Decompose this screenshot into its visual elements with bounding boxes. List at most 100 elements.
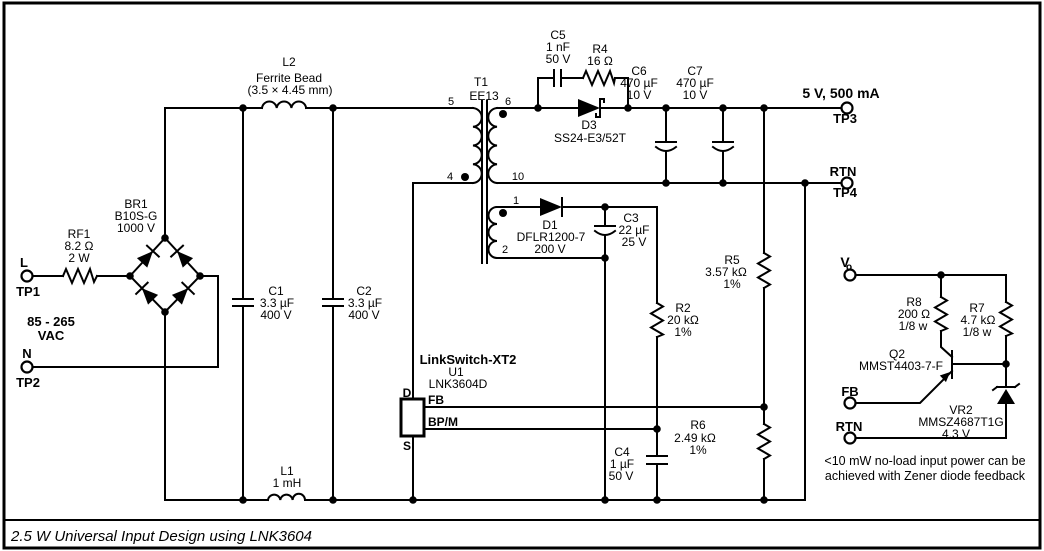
label-l2-ref: L2 <box>282 55 296 69</box>
resistor-r4 <box>581 68 617 88</box>
net-clamp <box>537 77 629 109</box>
label-u1-ref: U1 <box>448 365 464 379</box>
label-pin10: 10 <box>512 171 524 183</box>
label-r2-tol: 1% <box>674 325 692 339</box>
resistor-r8 <box>933 295 950 333</box>
capacitor-c6 <box>654 141 678 152</box>
label-c1-ref: C1 <box>268 284 284 298</box>
capacitor-c1 <box>232 298 254 307</box>
label-c1-value: 3.3 µF <box>260 296 294 310</box>
label-r6-value: 2.49 kΩ <box>674 431 716 445</box>
label-r8-power: 1/8 w <box>899 319 928 333</box>
bridge-diode-3 <box>134 281 159 305</box>
terminal-fb <box>843 396 857 410</box>
label-c7-voltage: 10 V <box>683 88 708 102</box>
label-line: L <box>20 255 28 270</box>
label-r6-tol: 1% <box>689 443 707 457</box>
label-br1-ref: BR1 <box>124 197 148 211</box>
label-c7-value: 470 µF <box>676 76 714 90</box>
label-r5-ref: R5 <box>724 253 740 267</box>
ic-u1-lnk3604d <box>399 397 426 438</box>
label-l1-ref: L1 <box>280 464 294 478</box>
label-vo-sub: o <box>846 262 852 273</box>
capacitor-c5 <box>553 69 562 87</box>
label-note-line2: achieved with Zener diode feedback <box>825 469 1026 483</box>
label-q2-ref: Q2 <box>889 347 905 361</box>
label-r5-tol: 1% <box>723 277 741 291</box>
label-c4-ref: C4 <box>614 445 630 459</box>
label-br1-part: B10S-G <box>115 209 158 223</box>
label-vr2-part: MMSZ4687T1G <box>918 415 1003 429</box>
label-c3-ref: C3 <box>623 211 639 225</box>
label-c1-voltage: 400 V <box>260 308 291 322</box>
label-c2-ref: C2 <box>356 284 372 298</box>
test-point-terminals <box>20 101 857 445</box>
polarity-dot-pin1 <box>499 209 507 217</box>
label-note-line1: <10 mW no-load input power can be <box>824 454 1025 468</box>
label-c5-voltage: 50 V <box>546 52 571 66</box>
label-l2-type: Ferrite Bead <box>256 71 322 85</box>
transformer-t1 <box>461 100 507 264</box>
label-pin1: 1 <box>513 195 519 207</box>
bridge-diode-1 <box>136 244 161 268</box>
label-tp3: TP3 <box>833 111 857 126</box>
label-vout: 5 V, 500 mA <box>802 85 879 101</box>
schottky-hooks <box>595 98 605 118</box>
label-c2-value: 3.3 µF <box>348 296 382 310</box>
label-rf1-value: 8.2 Ω <box>65 239 94 253</box>
label-pin-fb: FB <box>428 393 444 407</box>
polarity-dot-pin4 <box>461 173 469 181</box>
terminal-rtn <box>843 431 857 445</box>
label-c2-voltage: 400 V <box>348 308 379 322</box>
terminal-tp1 <box>20 269 34 283</box>
label-r8-ref: R8 <box>906 295 922 309</box>
label-d3-ref: D3 <box>581 118 597 132</box>
net-q2-base <box>951 335 1007 365</box>
label-vr2-ref: VR2 <box>949 403 973 417</box>
label-c7-ref: C7 <box>687 64 703 78</box>
capacitor-c4 <box>646 455 668 465</box>
inductor-l1 <box>266 492 307 502</box>
zener-wings <box>991 382 1021 392</box>
label-r4-value: 16 Ω <box>587 54 613 68</box>
label-vac: VAC <box>38 328 65 343</box>
polarity-dot-pin6 <box>499 110 507 118</box>
capacitor-c3 <box>593 225 617 236</box>
bridge-rectifier-br1 <box>134 244 196 305</box>
net-drain-source <box>412 182 474 501</box>
label-q2-part: MMST4403-7-F <box>859 359 943 373</box>
terminal-tp4 <box>840 176 854 190</box>
label-r7-value: 4.7 kΩ <box>961 313 996 327</box>
resistor-r6 <box>756 422 772 461</box>
labels: L TP1 85 - 265 VAC N TP2 RF1 8.2 Ω 2 W B… <box>10 28 1026 545</box>
net-dc-bus-bottom <box>164 182 806 501</box>
label-br1-voltage: 1000 V <box>117 221 155 235</box>
net-q2-collector <box>940 330 954 359</box>
label-tp1: TP1 <box>16 284 40 299</box>
label-r8-value: 200 Ω <box>898 307 930 321</box>
label-t1-ref: T1 <box>474 75 488 89</box>
label-pin2: 2 <box>502 244 508 256</box>
label-r2-value: 20 kΩ <box>667 313 699 327</box>
capacitor-c2 <box>322 298 344 307</box>
label-rf1-power: 2 W <box>68 251 90 265</box>
label-c3-value: 22 µF <box>619 223 650 237</box>
label-pin-d: D <box>403 386 412 400</box>
label-r2-ref: R2 <box>675 301 691 315</box>
label-c5-ref: C5 <box>550 28 566 42</box>
label-d1-part: DFLR1200-7 <box>517 230 586 244</box>
label-r7-power: 1/8 w <box>963 325 992 339</box>
label-t1-core: EE13 <box>469 89 499 103</box>
label-vo: V <box>840 254 850 270</box>
bridge-diode-2 <box>169 244 194 268</box>
diode-d1 <box>540 197 563 217</box>
primary-winding <box>471 106 483 185</box>
terminal-vo <box>843 268 857 282</box>
label-c6-ref: C6 <box>631 64 647 78</box>
label-rtn-terminal: RTN <box>836 419 863 434</box>
secondary-winding <box>487 106 499 185</box>
inductor-l2 <box>260 100 308 110</box>
resistor-r2 <box>649 301 666 339</box>
label-c4-voltage: 50 V <box>609 469 634 483</box>
